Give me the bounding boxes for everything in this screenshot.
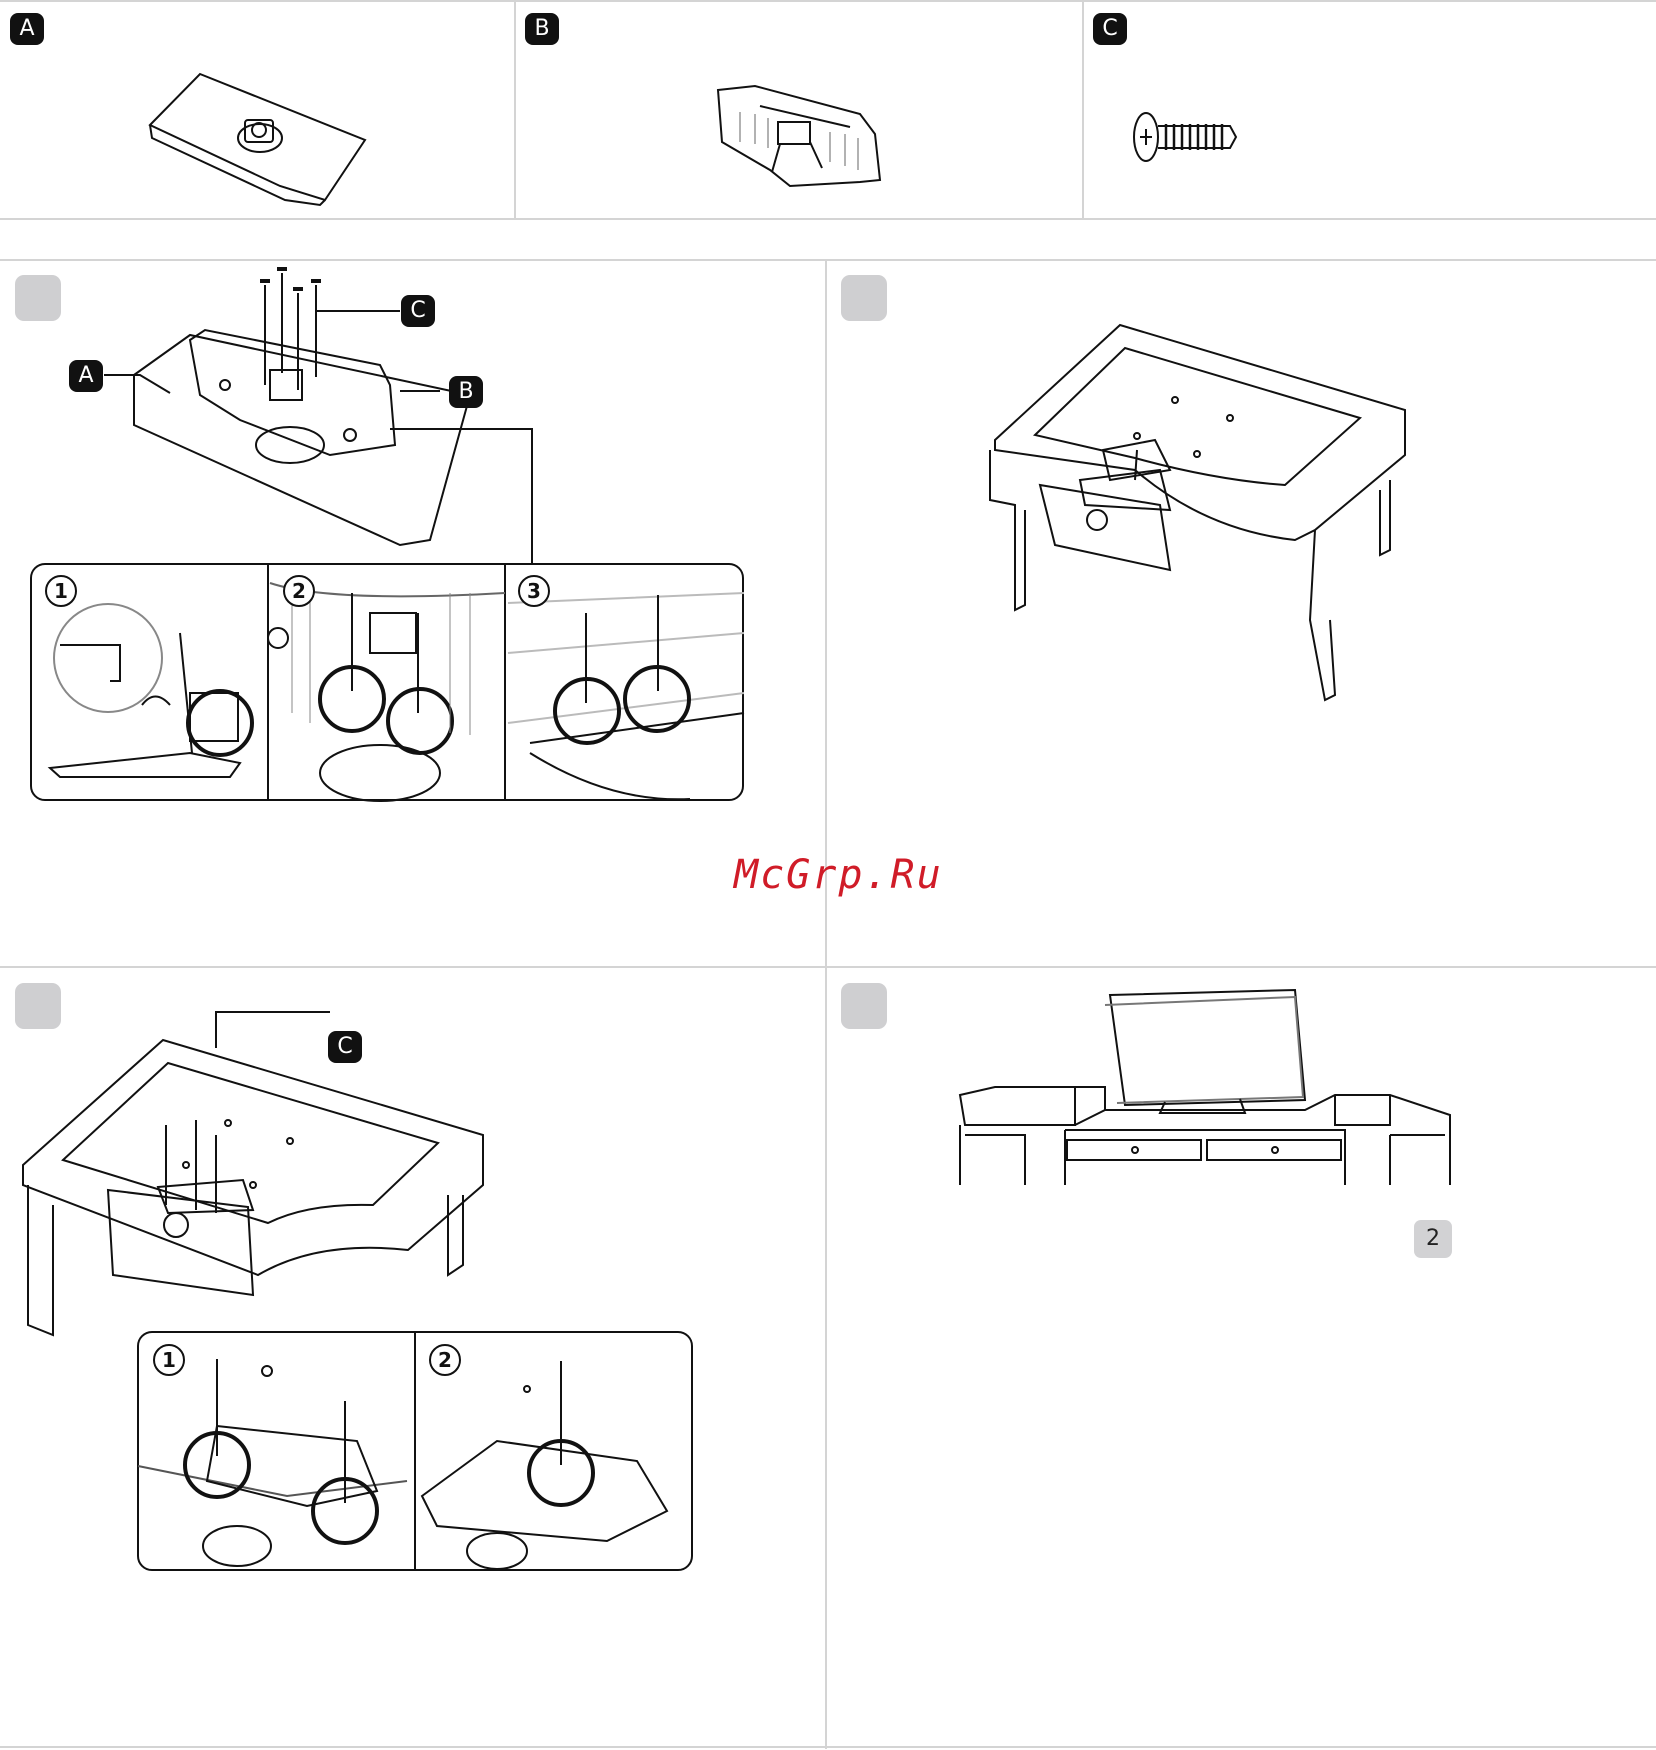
top-border — [0, 0, 1656, 2]
part-c-tag: C — [1093, 13, 1127, 45]
step-1-sub-3: 3 — [518, 575, 550, 607]
parts-row-divider — [0, 218, 1656, 220]
step-1-sub-1: 1 — [45, 575, 77, 607]
callout-b-step-1: B — [449, 376, 483, 408]
steps-vertical-divider — [825, 259, 827, 1749]
step-4-tv-on-cabinet-illustration — [955, 985, 1455, 1185]
watermark: McGrp.Ru — [734, 852, 943, 898]
stand-neck-illustration — [710, 82, 890, 197]
step-2-tv-on-table-illustration — [985, 320, 1415, 710]
part-a-tag: A — [10, 13, 44, 45]
parts-divider-1 — [514, 0, 516, 218]
step-3-sub-2: 2 — [429, 1344, 461, 1376]
stand-base-illustration — [140, 60, 380, 210]
screw-illustration — [1130, 108, 1240, 168]
page-number: 2 — [1414, 1220, 1452, 1258]
bottom-border — [0, 1746, 1656, 1748]
callout-c-step-1: C — [401, 295, 435, 327]
part-b-tag: B — [525, 13, 559, 45]
callout-c-step-3: C — [328, 1031, 362, 1063]
step-4-badge — [841, 983, 887, 1029]
parts-divider-2 — [1082, 0, 1084, 218]
step-2-badge — [841, 275, 887, 321]
step-3-sub-1: 1 — [153, 1344, 185, 1376]
callout-a-step-1: A — [69, 360, 103, 392]
callout-leader-step-3 — [0, 966, 825, 1086]
step-3-detail-panels — [137, 1331, 693, 1571]
step-1-sub-2: 2 — [283, 575, 315, 607]
step-1-detail-panels — [30, 563, 744, 801]
